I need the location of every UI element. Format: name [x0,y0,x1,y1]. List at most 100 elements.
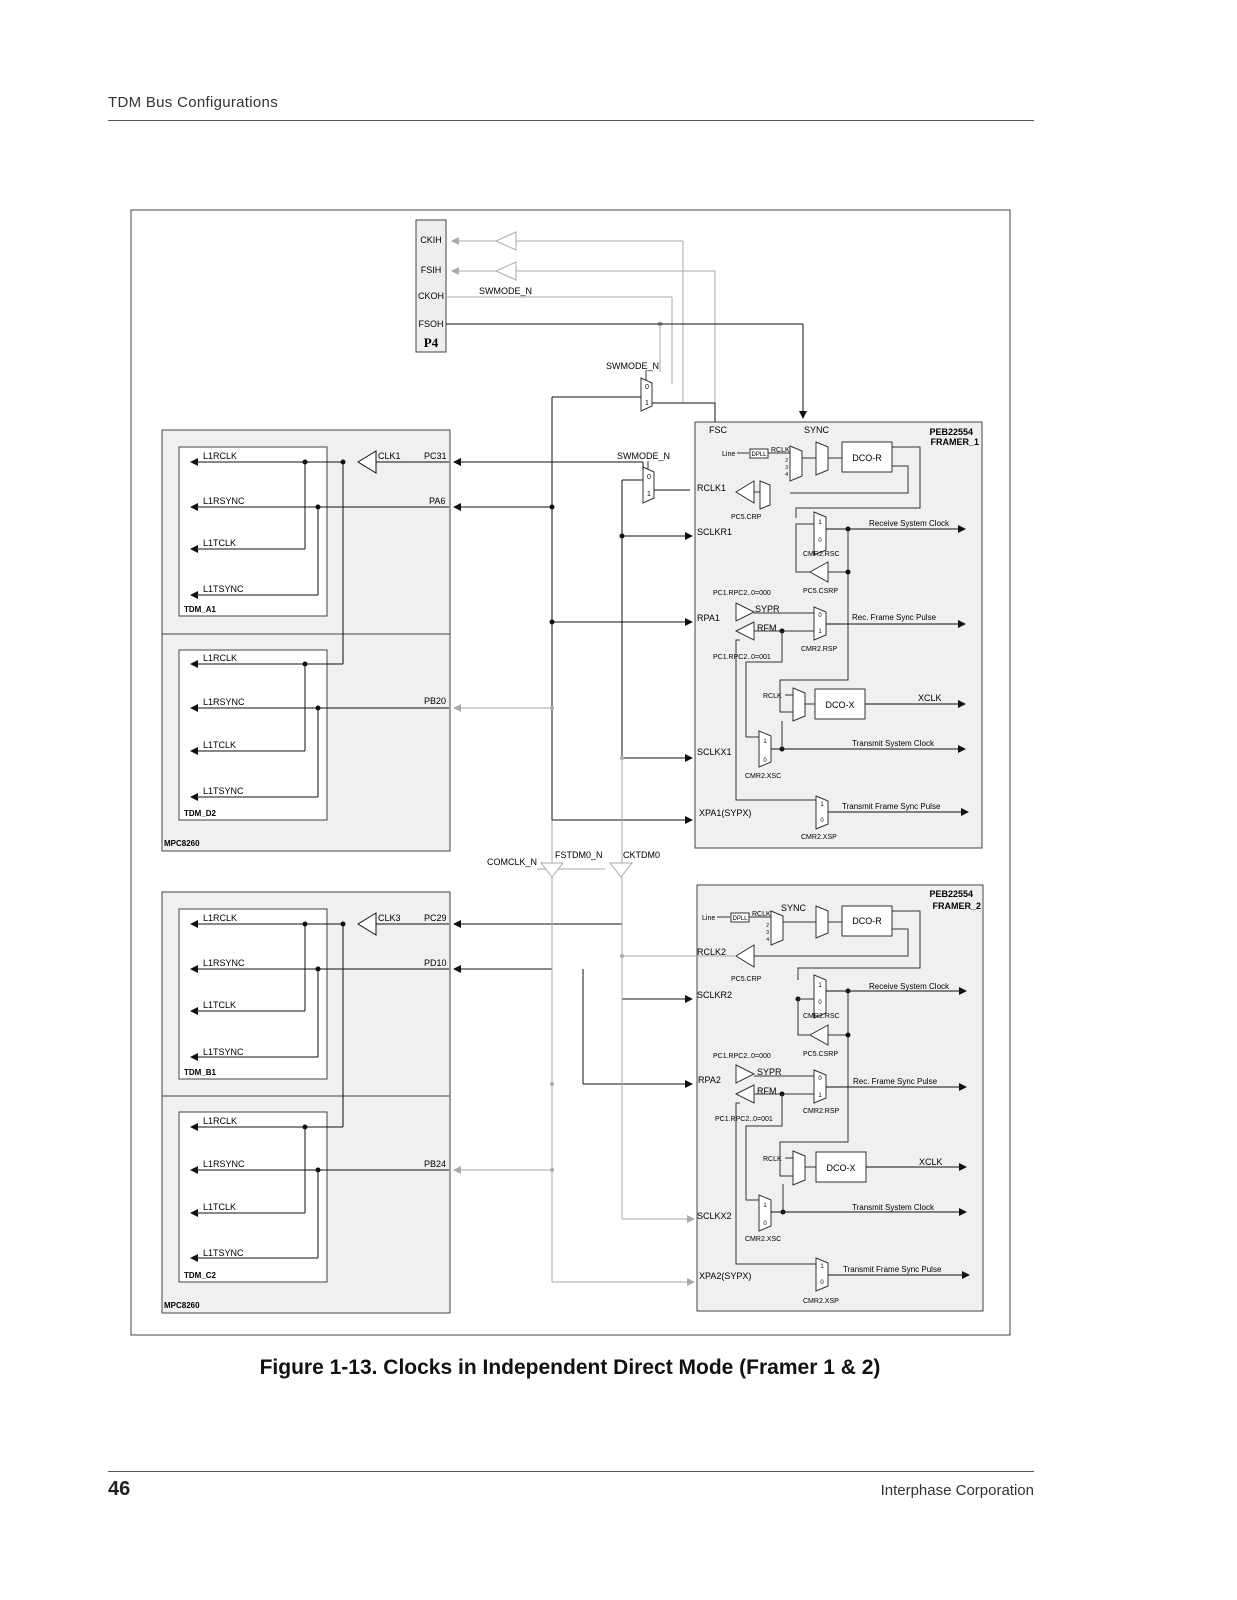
svg-text:RCLK: RCLK [763,693,782,700]
svg-text:TDM_C2: TDM_C2 [184,1271,217,1280]
svg-text:SCLKX1: SCLKX1 [697,747,732,757]
svg-text:RPA2: RPA2 [698,1075,721,1085]
svg-text:1: 1 [820,802,824,808]
svg-text:Rec. Frame Sync Pulse: Rec. Frame Sync Pulse [852,613,937,622]
footer-rule [108,1471,1034,1472]
svg-text:PC5.CSRP: PC5.CSRP [803,1051,838,1058]
svg-text:0: 0 [818,613,822,619]
framer-2-name: FRAMER_2 [932,901,981,911]
svg-text:4: 4 [785,472,788,478]
svg-text:PC29: PC29 [424,913,447,923]
swmode-label-p4: SWMODE_N [479,286,532,296]
svg-text:3: 3 [785,465,788,471]
svg-text:L1RSYNC: L1RSYNC [203,1159,245,1169]
svg-text:1: 1 [645,400,649,407]
svg-text:1: 1 [763,739,767,745]
p4-pin-ckih: CKIH [420,235,442,245]
svg-text:L1TSYNC: L1TSYNC [203,786,244,796]
svg-text:3: 3 [766,930,769,936]
svg-text:PC5.CRP: PC5.CRP [731,514,762,521]
svg-text:PB24: PB24 [424,1159,446,1169]
svg-text:1: 1 [820,1264,824,1270]
svg-text:L1RCLK: L1RCLK [203,451,237,461]
p4-connector: CKIH FSIH CKOH FSOH P4 [415,219,447,353]
comclk-label: COMCLK_N [487,857,537,867]
svg-text:L1RCLK: L1RCLK [203,653,237,663]
svg-text:Transmit System Clock: Transmit System Clock [852,1203,935,1212]
svg-text:2: 2 [766,923,769,929]
interconnect-inactive [453,704,736,1286]
cktdm-label: CKTDM0 [623,850,660,860]
header-rule [108,120,1034,121]
svg-text:L1RSYNC: L1RSYNC [203,496,245,506]
svg-text:CMR2.XSC: CMR2.XSC [745,773,781,780]
svg-text:PC1.RPC2..0=000: PC1.RPC2..0=000 [713,590,771,597]
svg-text:RPA1: RPA1 [697,613,720,623]
svg-text:Rec. Frame Sync Pulse: Rec. Frame Sync Pulse [853,1077,938,1086]
svg-text:SCLKX2: SCLKX2 [697,1211,732,1221]
svg-text:4: 4 [766,937,769,943]
framer-1-chip: PEB22554 [929,427,973,437]
svg-text:PC5.CSRP: PC5.CSRP [803,588,838,595]
svg-text:Line: Line [722,451,735,458]
framer-2-chip: PEB22554 [929,889,973,899]
svg-text:L1TCLK: L1TCLK [203,538,236,548]
svg-text:L1TCLK: L1TCLK [203,1000,236,1010]
svg-text:PC1.RPC2..0=001: PC1.RPC2..0=001 [715,1116,773,1123]
svg-text:DPLL: DPLL [751,452,767,458]
swmode-mux-upper: 0 1 SWMODE_N [552,361,715,412]
svg-text:0: 0 [763,758,767,764]
svg-text:0: 0 [763,1221,767,1227]
svg-text:1: 1 [818,983,822,989]
svg-text:XPA2(SYPX): XPA2(SYPX) [699,1271,751,1281]
svg-text:SYPR: SYPR [757,1067,782,1077]
svg-text:L1TCLK: L1TCLK [203,740,236,750]
p4-pin-fsoh: FSOH [418,319,443,329]
p4-name: P4 [424,335,439,350]
svg-text:Transmit System Clock: Transmit System Clock [852,739,935,748]
svg-text:TDM_A1: TDM_A1 [184,605,217,614]
svg-text:RCLK2: RCLK2 [697,947,726,957]
svg-text:L1TSYNC: L1TSYNC [203,584,244,594]
svg-text:2: 2 [785,458,788,464]
svg-text:DPLL: DPLL [732,916,748,922]
svg-text:Receive System Clock: Receive System Clock [869,982,950,991]
svg-text:CMR2.XSP: CMR2.XSP [803,1298,839,1305]
svg-text:CMR2.RSP: CMR2.RSP [803,1108,840,1115]
svg-text:PB20: PB20 [424,696,446,706]
svg-text:Receive System Clock: Receive System Clock [869,519,950,528]
svg-text:PC5.CRP: PC5.CRP [731,976,762,983]
svg-text:DCO-X: DCO-X [827,1163,856,1173]
svg-text:CMR2.XSP: CMR2.XSP [801,834,837,841]
svg-text:TDM_B1: TDM_B1 [184,1068,217,1077]
svg-text:CMR2.RSC: CMR2.RSC [803,1013,840,1020]
svg-text:L1RCLK: L1RCLK [203,913,237,923]
clock-diagram: CKIH FSIH CKOH FSOH P4 SWMODE_N 0 1 SWMO… [130,209,1011,1336]
swmode-mux-lower: 0 1 SWMODE_N [617,451,690,504]
svg-text:FSC: FSC [709,425,728,435]
svg-text:1: 1 [818,629,822,635]
svg-text:Transmit Frame Sync Pulse: Transmit Frame Sync Pulse [842,802,941,811]
svg-text:PD10: PD10 [424,958,447,968]
svg-text:SCLKR1: SCLKR1 [697,527,732,537]
svg-text:SYPR: SYPR [755,604,780,614]
p4-pin-fsih: FSIH [421,265,442,275]
svg-text:0: 0 [818,538,822,544]
svg-text:XPA1(SYPX): XPA1(SYPX) [699,808,751,818]
svg-text:RFM: RFM [757,623,777,633]
svg-text:SYNC: SYNC [804,425,830,435]
svg-text:MPC8260: MPC8260 [164,839,200,848]
svg-text:PC1.RPC2..0=000: PC1.RPC2..0=000 [713,1053,771,1060]
svg-text:XCLK: XCLK [919,1157,943,1167]
svg-text:L1RSYNC: L1RSYNC [203,697,245,707]
svg-text:SYNC: SYNC [781,903,807,913]
svg-text:CLK1: CLK1 [378,451,401,461]
svg-text:0: 0 [647,474,651,481]
svg-text:L1RCLK: L1RCLK [203,1116,237,1126]
svg-text:1: 1 [763,1203,767,1209]
svg-text:DCO-R: DCO-R [852,453,882,463]
svg-text:L1TCLK: L1TCLK [203,1202,236,1212]
svg-text:CMR2.RSP: CMR2.RSP [801,646,838,653]
svg-text:MPC8260: MPC8260 [164,1301,200,1310]
svg-text:L1RSYNC: L1RSYNC [203,958,245,968]
